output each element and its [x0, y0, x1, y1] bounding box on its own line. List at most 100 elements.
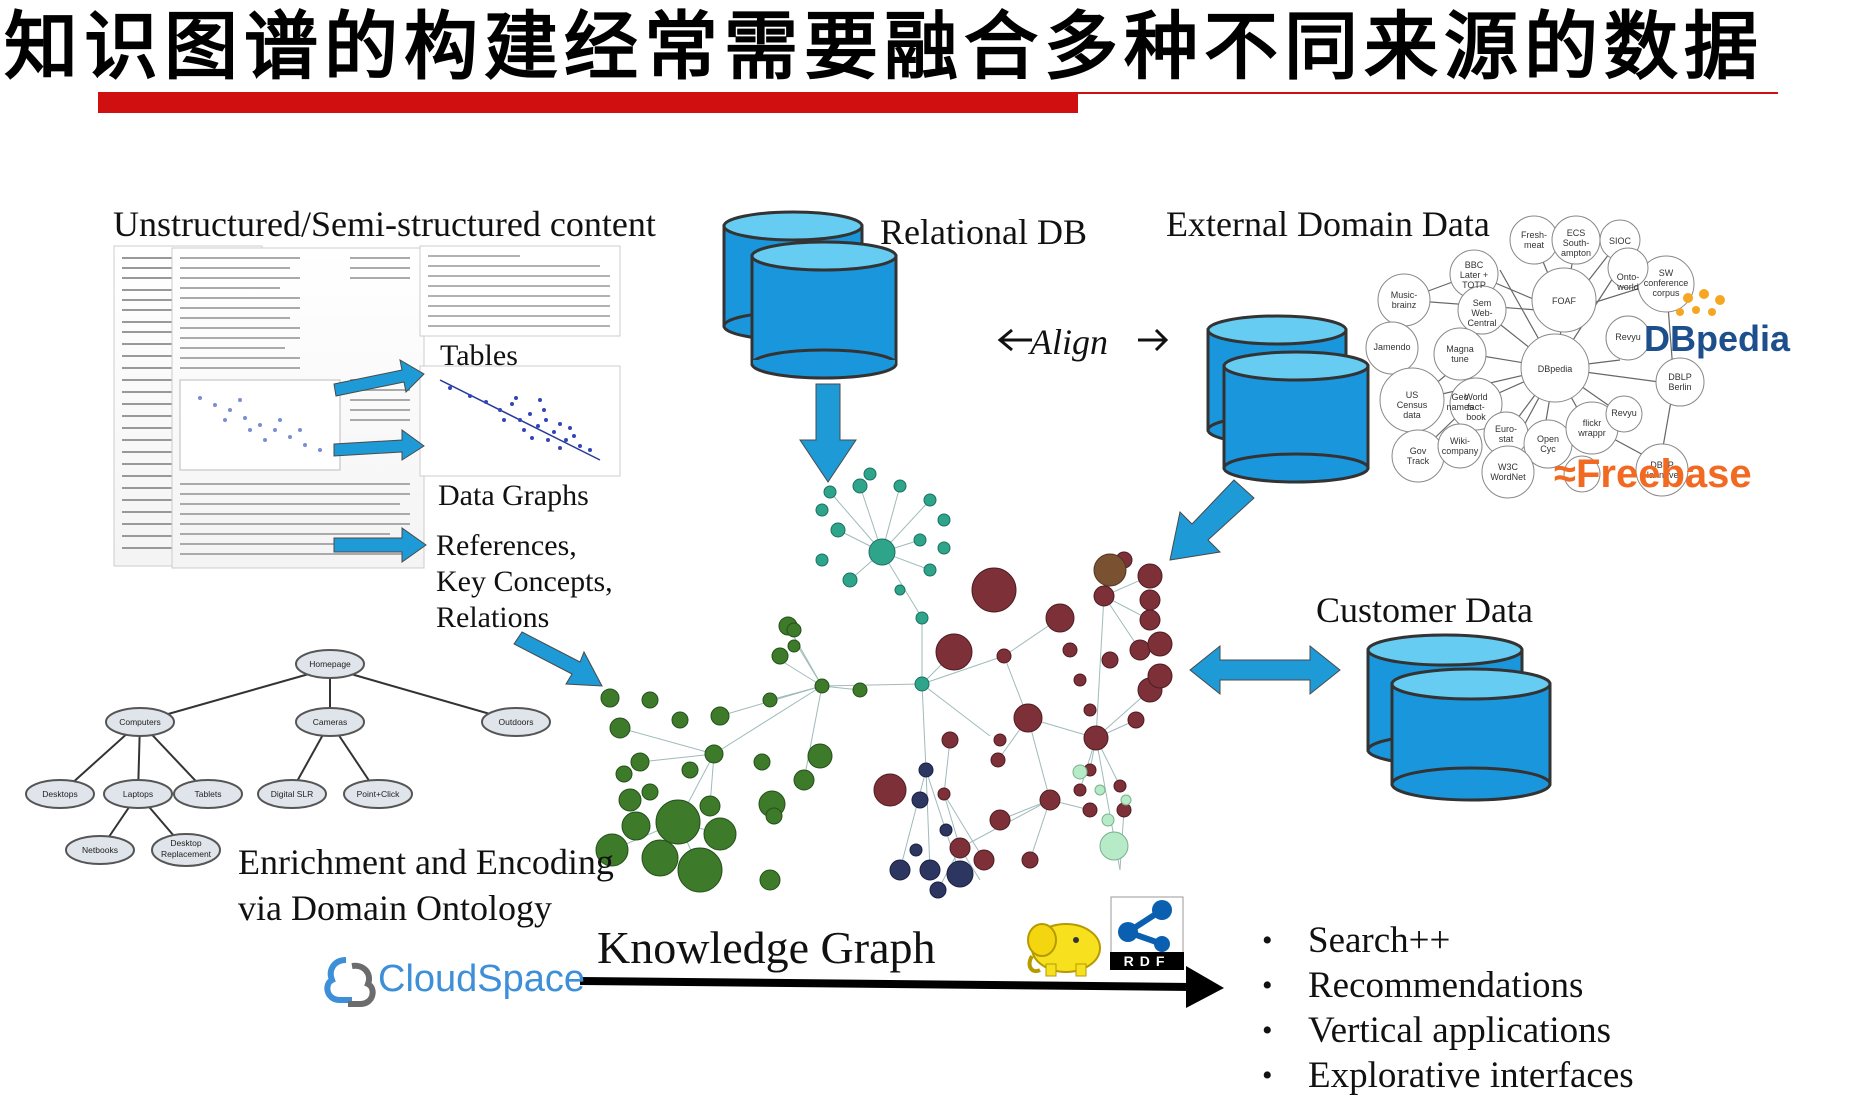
svg-text:SW: SW	[1659, 268, 1674, 278]
svg-text:brainz: brainz	[1392, 300, 1417, 310]
svg-text:Euro-: Euro-	[1495, 424, 1517, 434]
dbpedia-dots	[1676, 289, 1725, 316]
align-arrows	[997, 328, 1169, 352]
svg-text:FOAF: FOAF	[1552, 296, 1577, 306]
svg-text:Later +: Later +	[1460, 270, 1488, 280]
svg-text:Wiki-: Wiki-	[1450, 436, 1470, 446]
ontology-node-netbooks: Netbooks	[82, 845, 118, 855]
svg-text:Web-: Web-	[1471, 308, 1492, 318]
ontology-node-tablets: Tablets	[194, 789, 222, 799]
label-data-graphs: Data Graphs	[438, 479, 589, 512]
svg-text:Gov: Gov	[1410, 446, 1427, 456]
db-arrows	[799, 383, 1341, 696]
freebase-logo: ≈Freebase	[1554, 452, 1752, 497]
title-underline-bar	[98, 92, 1078, 113]
svg-text:flickr: flickr	[1583, 418, 1602, 428]
cloudspace-icon	[324, 957, 376, 1007]
svg-text:Revyu: Revyu	[1611, 408, 1637, 418]
svg-text:SIOC: SIOC	[1609, 236, 1632, 246]
svg-text:Hannover: Hannover	[1642, 470, 1681, 480]
label-enrichment-line2: via Domain Ontology	[238, 888, 552, 928]
cloudspace-logo: CloudSpace	[322, 952, 586, 1014]
list-item-explorative-interfaces: Explorative interfaces	[1262, 1053, 1634, 1098]
rdf-icon	[1110, 896, 1184, 970]
svg-text:company: company	[1442, 446, 1479, 456]
label-tables: Tables	[440, 339, 518, 372]
freebase-mark-icon: ≈	[1554, 452, 1576, 496]
svg-text:corpus: corpus	[1652, 288, 1680, 298]
svg-text:Music-: Music-	[1391, 290, 1418, 300]
label-knowledge-graph: Knowledge Graph	[597, 922, 936, 973]
customer-db-icon	[1366, 633, 1552, 802]
freebase-text: Freebase	[1575, 452, 1752, 496]
ontology-node-laptops: Laptops	[122, 789, 154, 799]
svg-text:Revyu: Revyu	[1615, 332, 1641, 342]
svg-text:meat: meat	[1524, 240, 1545, 250]
rdf-logo: RDF	[1110, 896, 1184, 970]
svg-text:Onto-: Onto-	[1617, 272, 1640, 282]
doc-arrows	[333, 359, 603, 687]
svg-text:ampton: ampton	[1561, 248, 1591, 258]
svg-text:Geo: Geo	[1451, 392, 1468, 402]
external-db-icon	[1206, 314, 1370, 484]
svg-text:Cyc: Cyc	[1540, 444, 1556, 454]
svg-text:fact-: fact-	[1467, 402, 1485, 412]
svg-text:Open: Open	[1537, 434, 1559, 444]
svg-text:Sem: Sem	[1473, 298, 1492, 308]
ontology-node-digital-slr: Digital SLR	[270, 789, 314, 799]
ontology-node-desktop-replacement: Desktop Replacement	[160, 838, 212, 859]
svg-text:TOTP: TOTP	[1462, 280, 1486, 290]
svg-text:world: world	[1616, 282, 1639, 292]
label-external-domain-data: External Domain Data	[1166, 204, 1490, 244]
label-references: References,	[436, 529, 577, 562]
svg-text:W3C: W3C	[1498, 462, 1519, 472]
svg-text:South-: South-	[1563, 238, 1590, 248]
svg-text:Census: Census	[1397, 400, 1428, 410]
svg-text:Central: Central	[1467, 318, 1496, 328]
rdf-text: RDF	[1123, 953, 1171, 969]
applications-list: Search++ Recommendations Vertical applic…	[1262, 918, 1634, 1098]
ontology-tree	[25, 649, 551, 867]
svg-text:names: names	[1446, 402, 1474, 412]
svg-text:DBpedia: DBpedia	[1538, 364, 1573, 374]
svg-text:wrappr: wrappr	[1577, 428, 1606, 438]
list-item-vertical-applications: Vertical applications	[1262, 1008, 1634, 1053]
ontology-node-outdoors: Outdoors	[498, 717, 534, 727]
ontology-node-desktops: Desktops	[42, 789, 78, 799]
label-unstructured-content: Unstructured/Semi-structured content	[113, 204, 656, 244]
cloudspace-text: CloudSpace	[378, 958, 586, 1000]
document-thumbnails	[113, 245, 621, 569]
svg-text:DBLP: DBLP	[1650, 460, 1674, 470]
hadoop-elephant-icon	[1027, 923, 1101, 977]
svg-text:ECS: ECS	[1567, 228, 1586, 238]
svg-text:book: book	[1466, 412, 1486, 422]
svg-text:Track: Track	[1407, 456, 1430, 466]
knowledge-graph-arrow	[579, 966, 1224, 1008]
svg-text:US: US	[1406, 390, 1419, 400]
ontology-node-computers: Computers	[119, 717, 161, 727]
svg-text:conference: conference	[1644, 278, 1689, 288]
label-enrichment-line1: Enrichment and Encoding	[238, 842, 614, 882]
svg-text:stat: stat	[1499, 434, 1514, 444]
ontology-node-point-click: Point+Click	[356, 789, 400, 799]
svg-text:Berlin: Berlin	[1668, 382, 1691, 392]
svg-text:Jamendo: Jamendo	[1373, 342, 1410, 352]
label-align: Align	[1030, 322, 1108, 362]
list-item-search: Search++	[1262, 918, 1634, 963]
relational-db-icon	[722, 210, 898, 380]
svg-text:tune: tune	[1451, 354, 1469, 364]
svg-text:DBLP: DBLP	[1668, 372, 1692, 382]
dbpedia-logo: DBpedia	[1644, 318, 1791, 359]
label-key-concepts: Key Concepts,	[436, 565, 613, 598]
label-customer-data: Customer Data	[1316, 590, 1533, 630]
svg-text:Magna: Magna	[1446, 344, 1474, 354]
svg-text:data: data	[1403, 410, 1421, 420]
svg-text:BBC: BBC	[1465, 260, 1484, 270]
knowledge-graph-network	[595, 467, 1173, 899]
ontology-node-homepage: Homepage	[309, 659, 351, 669]
svg-text:WordNet: WordNet	[1490, 472, 1526, 482]
label-relational-db: Relational DB	[880, 212, 1087, 252]
ontology-node-cameras: Cameras	[312, 717, 348, 727]
